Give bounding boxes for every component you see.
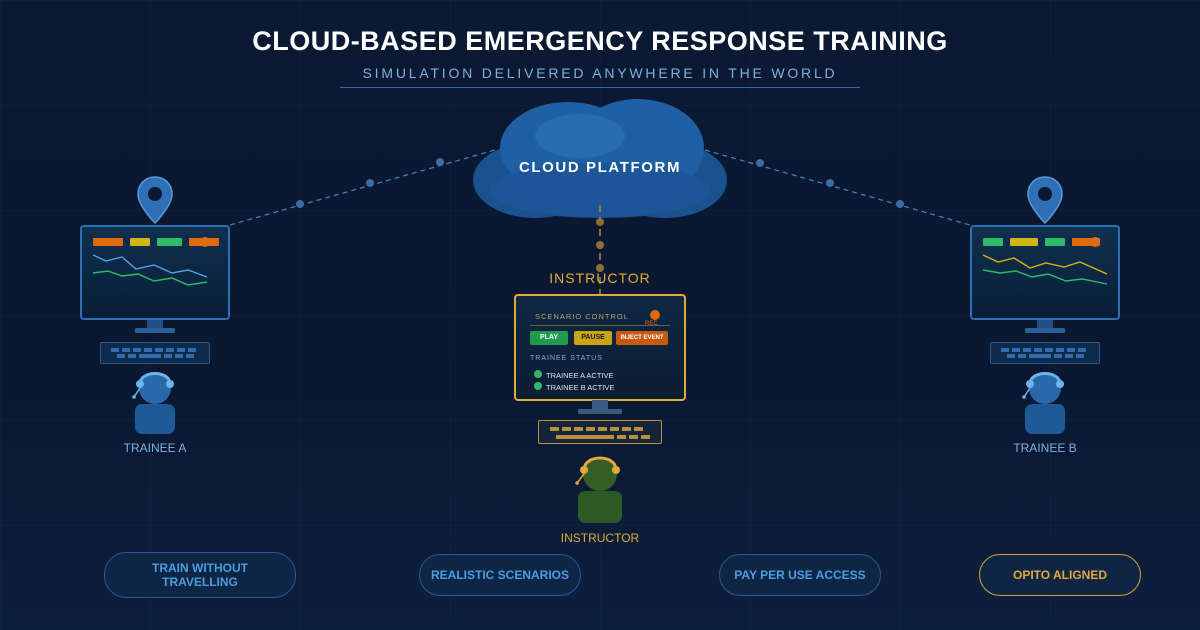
connection-line-trainee-b [704, 149, 971, 226]
record-indicator-icon [650, 310, 660, 320]
trainee-b-label: TRAINEE B [1013, 441, 1077, 455]
trainee-a-status: TRAINEE A ACTIVE [546, 371, 614, 380]
location-pin-icon [137, 176, 173, 224]
monitor-stand [1037, 320, 1053, 329]
trainee-a-label: TRAINEE A [123, 441, 187, 455]
status-bar [1072, 238, 1100, 246]
inject-event-button[interactable]: INJECT EVENT [616, 331, 668, 345]
page-subtitle: SIMULATION DELIVERED ANYWHERE IN THE WOR… [362, 65, 838, 81]
keyboard-icon [538, 420, 662, 444]
instructor-label-top: INSTRUCTOR [549, 270, 651, 286]
trainee-status-title: TRAINEE STATUS [530, 355, 603, 362]
trainee-a-avatar [132, 372, 175, 434]
trainee-b-status: TRAINEE B ACTIVE [546, 383, 615, 392]
feature-opito-aligned: OPITO ALIGNED [979, 554, 1141, 596]
monitor-base [135, 328, 175, 333]
status-bar [1045, 238, 1065, 246]
trend-graph [92, 237, 210, 286]
scenario-control-title: SCENARIO CONTROL [535, 312, 629, 321]
cloud-icon [473, 99, 727, 218]
monitor-base [578, 409, 622, 414]
page-title: CLOUD-BASED EMERGENCY RESPONSE TRAINING [252, 26, 948, 56]
trainee-a-monitor [80, 225, 230, 320]
feature-pay-per-use: PAY PER USE ACCESS [719, 554, 881, 596]
trainee-b-avatar [1022, 372, 1065, 434]
feature-realistic-scenarios: REALISTIC SCENARIOS [419, 554, 581, 596]
monitor-stand [147, 320, 163, 329]
status-bar [157, 238, 182, 246]
pause-button[interactable]: PAUSE [574, 331, 612, 345]
status-dot-icon [534, 382, 542, 390]
keyboard-icon [990, 342, 1100, 364]
status-dot-icon [534, 370, 542, 378]
instructor-avatar [575, 456, 622, 523]
status-bar [983, 238, 1003, 246]
status-bar [1010, 238, 1038, 246]
cloud-platform-label: CLOUD PLATFORM [518, 159, 682, 176]
status-bar [130, 238, 150, 246]
play-button[interactable]: PLAY [530, 331, 568, 345]
headset-icon [1026, 380, 1034, 388]
trainee-b-monitor [970, 225, 1120, 320]
location-pin-icon [1027, 176, 1063, 224]
connection-line-instructor [596, 205, 604, 300]
connection-line-trainee-a [229, 149, 496, 226]
panel-divider [530, 325, 670, 326]
instructor-label-bottom: INSTRUCTOR [560, 531, 640, 545]
trend-graph [982, 237, 1108, 285]
record-label: REC [645, 321, 658, 327]
keyboard-icon [100, 342, 210, 364]
title-divider [340, 87, 860, 88]
status-bar [93, 238, 123, 246]
monitor-stand [592, 400, 608, 409]
feature-train-without-travelling: TRAIN WITHOUT TRAVELLING [104, 552, 296, 598]
headset-icon [580, 466, 588, 474]
headset-icon [136, 380, 144, 388]
scenario-control-panel: SCENARIO CONTROL REC PLAY PAUSE INJECT E… [514, 294, 686, 401]
monitor-base [1025, 328, 1065, 333]
